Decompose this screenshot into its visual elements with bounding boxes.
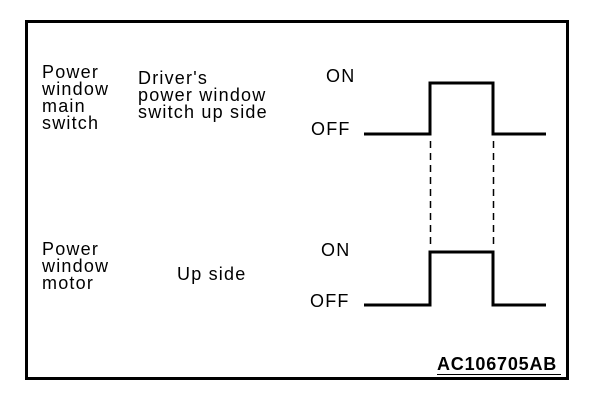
diagram-frame (25, 20, 569, 380)
figure-id: AC106705AB (437, 355, 562, 375)
label-power-window-motor: Power window motor (42, 239, 110, 293)
switch-waveform-trace (364, 81, 546, 136)
label-drivers-power-window-switch-up-side: Driver's power window switch up side (138, 68, 268, 122)
switch-on-label: ON (326, 66, 356, 86)
motor-waveform-trace (364, 250, 546, 307)
label-power-window-main-switch: Power window main switch (42, 62, 110, 133)
switch-off-label: OFF (311, 119, 351, 139)
motor-on-label: ON (321, 240, 351, 260)
label-up-side: Up side (177, 264, 247, 284)
motor-off-label: OFF (310, 291, 350, 311)
